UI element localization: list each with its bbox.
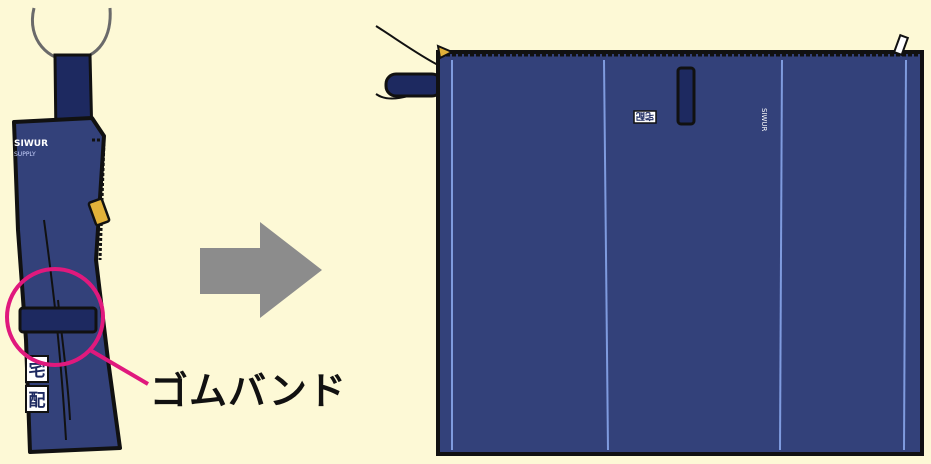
zipper-pull-flat — [892, 33, 910, 57]
right-arrow-icon — [200, 222, 322, 318]
flat-stamp-text: 宅配 — [636, 110, 654, 122]
callout-label: ゴムバンド — [150, 369, 347, 413]
callout-leader — [88, 348, 150, 386]
zipper-end-left — [436, 44, 455, 60]
brand-small: SIWUR — [14, 139, 48, 149]
zipper-pull-icon — [87, 197, 111, 227]
flat-bag: 宅配 SIWUR — [375, 25, 924, 456]
rolled-bag: 宅 配 SIWUR SUPPLY — [12, 7, 122, 454]
elastic-band — [18, 306, 98, 334]
stamp-text-1: 宅 — [29, 360, 46, 381]
brand-sub: SUPPLY — [14, 151, 36, 158]
side-tab — [384, 72, 444, 98]
highlight-circle — [5, 267, 105, 367]
flat-stamp-box — [633, 110, 657, 124]
flat-body — [436, 50, 924, 456]
cord-loop — [31, 7, 112, 62]
stamp-box-2 — [25, 385, 49, 413]
stamp-text-2: 配 — [29, 391, 46, 411]
inner-strap — [676, 66, 696, 126]
flat-brand-vertical: SIWUR — [760, 108, 768, 132]
